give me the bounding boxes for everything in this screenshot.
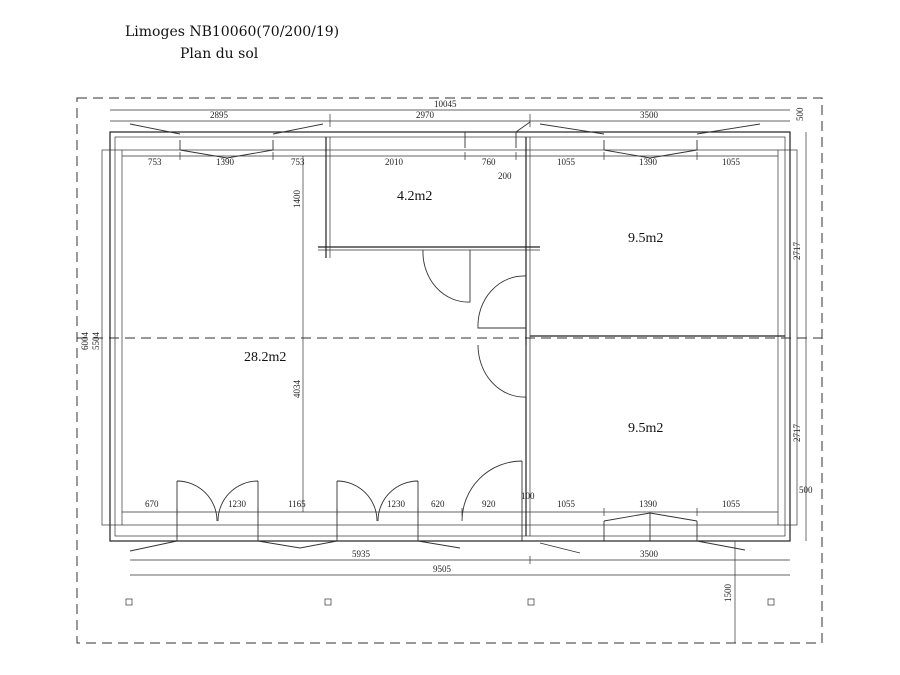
area-living-room: 28.2m2 — [244, 350, 286, 365]
area-small-room: 4.2m2 — [397, 189, 432, 204]
door-small-room — [422, 249, 471, 303]
entry-door-single — [461, 460, 523, 541]
dim-bottom-inner-2: 1230 — [228, 499, 247, 509]
dim-top-inner-8: 1055 — [722, 157, 741, 167]
dim-bottom-inner-9: 1390 — [639, 499, 658, 509]
dim-top-2: 2970 — [416, 110, 435, 120]
dim-bottom-inner-10: 1055 — [722, 499, 741, 509]
dim-top-1: 2895 — [210, 110, 229, 120]
dim-left-inner: 5504 — [91, 332, 101, 351]
dim-right-2: 2717 — [792, 424, 802, 443]
dim-partition-bottom: 4034 — [292, 380, 302, 399]
plan-subtitle: Plan du sol — [180, 46, 259, 62]
dim-top-inner-7: 1390 — [639, 157, 658, 167]
dim-right-top: 500 — [795, 107, 805, 121]
dim-wall: 200 — [498, 171, 512, 181]
dim-bottom-a: 5935 — [352, 549, 371, 559]
dim-bottom-inner-7: 100 — [521, 491, 535, 501]
dim-right-bottom: 500 — [799, 485, 813, 495]
dim-bottom-b: 3500 — [640, 549, 659, 559]
dim-top-inner-5: 760 — [482, 157, 496, 167]
dim-bottom-inner-1: 670 — [145, 499, 159, 509]
dim-bottom-inner-4: 1230 — [387, 499, 406, 509]
foundation-posts — [125, 598, 775, 606]
window-top-right — [539, 123, 761, 159]
dim-top-inner-1: 753 — [148, 157, 162, 167]
area-bedroom-top: 9.5m2 — [628, 231, 663, 246]
inner-dim-frame — [101, 149, 798, 526]
plan-title: Limoges NB10060(70/200/19) — [125, 24, 340, 40]
dim-left-outer: 6004 — [80, 332, 90, 351]
dim-top-inner-6: 1055 — [557, 157, 576, 167]
dim-bottom-inner-8: 1055 — [557, 499, 576, 509]
window-bottom-right — [603, 512, 698, 541]
dim-bottom-total: 9505 — [433, 564, 452, 574]
area-bedroom-bottom: 9.5m2 — [628, 421, 663, 436]
window-top-left — [129, 123, 324, 159]
entry-double-door-right — [336, 480, 419, 541]
dim-bottom-inner-3: 1165 — [288, 499, 306, 509]
dim-top-inner-2: 1390 — [216, 157, 235, 167]
dim-top-inner-3: 753 — [291, 157, 305, 167]
dim-bottom-inner-6: 920 — [482, 499, 496, 509]
dim-top-inner-4: 2010 — [385, 157, 404, 167]
door-bedroom-top — [477, 275, 527, 329]
window-top-middle — [464, 121, 531, 148]
dim-right-1: 2717 — [792, 242, 802, 261]
dim-bottom-inner-5: 620 — [431, 499, 445, 509]
dim-top-3: 3500 — [640, 110, 659, 120]
terrace-outline — [76, 97, 823, 644]
dim-partition-top: 1400 — [292, 190, 302, 209]
entry-double-door-left — [176, 480, 259, 541]
outer-wall — [109, 131, 791, 542]
dim-overall: 10045 — [434, 99, 457, 109]
door-bedroom-bottom — [477, 344, 527, 398]
dim-ticks — [176, 114, 698, 564]
dim-terrace: 1500 — [723, 584, 733, 603]
window-bottom-marks — [129, 540, 746, 554]
